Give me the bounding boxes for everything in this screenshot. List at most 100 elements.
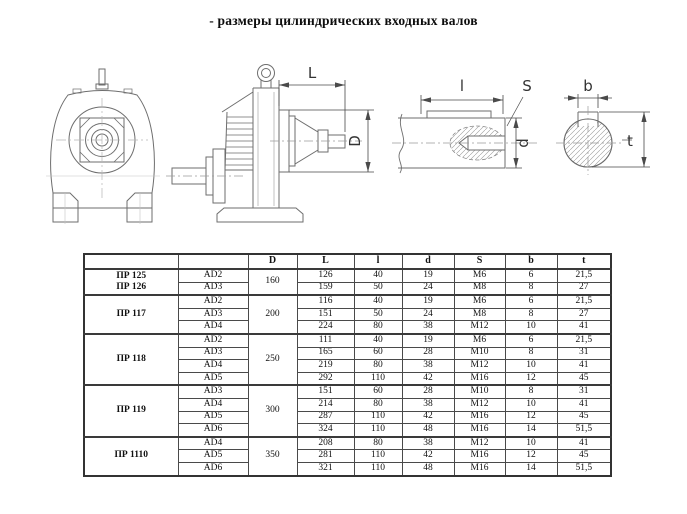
front-view-drawing	[46, 68, 160, 224]
ad-cell: AD4	[177, 397, 249, 412]
table-cell: 60	[353, 346, 403, 361]
model-name-cell: ПР 1110	[83, 435, 179, 476]
table-header-row: D L l d S b t	[83, 253, 612, 270]
model-name-cell: ПР 117	[83, 294, 179, 335]
table-cell: 8	[504, 384, 558, 399]
table-cell: 219	[296, 359, 355, 373]
table-cell: 224	[296, 320, 355, 335]
table-cell: 110	[353, 449, 403, 463]
table-cell: 31	[556, 384, 612, 399]
table-cell: 28	[401, 384, 455, 399]
table-cell: 321	[296, 461, 355, 477]
table-cell: 80	[353, 435, 403, 451]
table-cell: 8	[504, 281, 558, 296]
dim-label-t: t	[627, 132, 633, 150]
D-cell: 250	[247, 332, 298, 386]
table-cell: 42	[401, 449, 455, 463]
D-cell: 160	[247, 267, 298, 296]
table-cell: M12	[453, 359, 506, 373]
table-cell: 40	[353, 332, 403, 348]
table-cell: 27	[556, 307, 612, 322]
table-cell: 10	[504, 359, 558, 373]
ad-cell: AD3	[177, 346, 249, 361]
dim-label-l: l	[460, 77, 464, 95]
model-name-cell: ПР 119	[83, 384, 179, 438]
table-cell: 80	[353, 359, 403, 373]
table-cell: 41	[556, 320, 612, 335]
dim-label-S: S	[522, 77, 532, 95]
shaft-section-drawing	[556, 106, 624, 175]
table-cell: 51,5	[556, 423, 612, 438]
header-S: S	[453, 253, 506, 270]
table-cell: 8	[504, 307, 558, 322]
table-cell: 24	[401, 281, 455, 296]
table-cell: 151	[296, 384, 355, 399]
table-cell: 110	[353, 371, 403, 386]
table-cell: 42	[401, 371, 455, 386]
table-cell: 19	[401, 294, 455, 309]
table-cell: 10	[504, 320, 558, 335]
table-cell: 21,5	[556, 332, 612, 348]
table-cell: 31	[556, 346, 612, 361]
table-cell: 38	[401, 359, 455, 373]
shaft-detail-dimensions	[420, 95, 524, 169]
table-cell: M8	[453, 281, 506, 296]
header-d: d	[401, 253, 455, 270]
table-cell: 6	[504, 332, 558, 348]
table-cell: 110	[353, 410, 403, 425]
table-cell: 50	[353, 281, 403, 296]
table-cell: 12	[504, 449, 558, 463]
table-cell: M16	[453, 423, 506, 438]
table-cell: 60	[353, 384, 403, 399]
table-cell: 324	[296, 423, 355, 438]
ad-cell: AD2	[177, 267, 249, 283]
ad-cell: AD6	[177, 423, 249, 438]
page-title: - размеры цилиндрических входных валов	[209, 13, 478, 28]
table-cell: M10	[453, 346, 506, 361]
table-cell: 6	[504, 267, 558, 283]
table-cell: 48	[401, 423, 455, 438]
ad-cell: AD5	[177, 410, 249, 425]
table-cell: 38	[401, 435, 455, 451]
table-cell: 41	[556, 359, 612, 373]
table-cell: 50	[353, 307, 403, 322]
table-cell: 208	[296, 435, 355, 451]
table-cell: 8	[504, 346, 558, 361]
dim-label-L: L	[308, 64, 317, 82]
ad-cell: AD4	[177, 359, 249, 373]
table-cell: 12	[504, 410, 558, 425]
table-cell: 10	[504, 397, 558, 412]
header-ad	[177, 253, 249, 270]
table-cell: 126	[296, 267, 355, 283]
shaft-detail-drawing	[392, 110, 540, 174]
model-name-cell: ПР 118	[83, 332, 179, 386]
table-cell: 38	[401, 320, 455, 335]
table-cell: 41	[556, 435, 612, 451]
shaft-section-dimensions	[564, 94, 650, 168]
ad-cell: AD3	[177, 281, 249, 296]
table-cell: M12	[453, 320, 506, 335]
table-cell: 110	[353, 461, 403, 477]
table-cell: M12	[453, 435, 506, 451]
table-cell: M6	[453, 267, 506, 283]
table-cell: M16	[453, 371, 506, 386]
dim-label-d: d	[514, 138, 532, 148]
table-cell: 40	[353, 294, 403, 309]
header-t: t	[556, 253, 612, 270]
D-cell: 350	[247, 435, 298, 476]
ad-cell: AD2	[177, 332, 249, 348]
table-cell: M6	[453, 332, 506, 348]
ad-cell: AD3	[177, 307, 249, 322]
table-cell: 281	[296, 449, 355, 463]
header-b: b	[504, 253, 558, 270]
